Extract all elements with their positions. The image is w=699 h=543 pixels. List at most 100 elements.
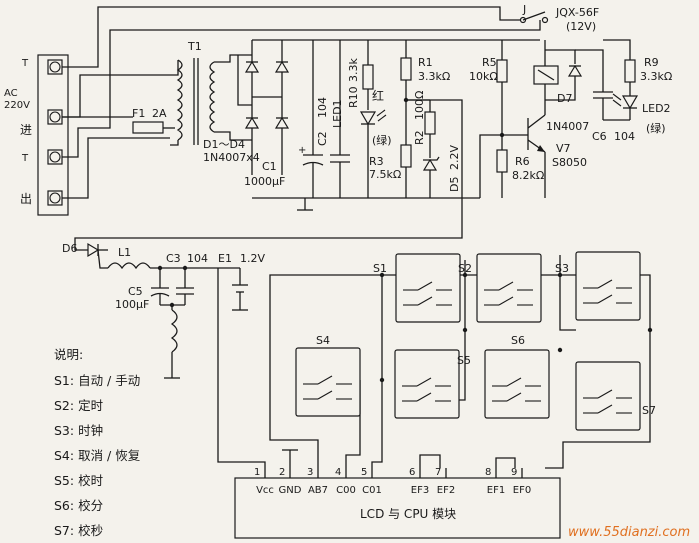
notes-title: 说明: — [54, 347, 83, 362]
s3-label: S3 — [555, 262, 569, 275]
capacitor-c6 — [575, 49, 613, 120]
inductor-l2 — [170, 309, 178, 353]
capacitor-c1: + — [298, 40, 324, 198]
module-pin-number: 5 — [361, 467, 367, 478]
resistor-r3 — [400, 144, 412, 198]
note-s2: S2: 定时 — [54, 398, 104, 413]
r2-value: 100Ω — [413, 91, 426, 120]
module-pin-number: 7 — [435, 467, 441, 478]
terminal-t1-label: T — [21, 58, 29, 69]
r9-value: 3.3kΩ — [640, 70, 672, 83]
d6-label: D6 — [62, 242, 77, 255]
capacitor-c5 — [150, 268, 170, 305]
e1-label: E1 — [218, 252, 232, 265]
switch-s1[interactable] — [395, 253, 461, 323]
s2-label: S2 — [458, 262, 472, 275]
relay-label: J — [522, 3, 526, 16]
diode-d7 — [545, 49, 583, 101]
r3-value: 7.5kΩ — [369, 168, 401, 181]
transformer-label: T1 — [187, 40, 202, 53]
relay-contact-j — [519, 11, 549, 24]
relay-model: JQX-56F — [555, 6, 599, 19]
e1-value: 1.2V — [240, 252, 265, 265]
r2-label: R2 — [413, 130, 426, 145]
transistor-v7 — [527, 100, 546, 198]
c3-label: C3 — [166, 252, 181, 265]
module-title: LCD 与 CPU 模块 — [360, 507, 456, 521]
s7-label: S7 — [642, 404, 656, 417]
c1-label: C1 — [262, 160, 277, 173]
v7-part: S8050 — [552, 156, 587, 169]
c3-value: 104 — [187, 252, 208, 265]
diode-d6 — [87, 242, 108, 258]
s6-label: S6 — [511, 334, 525, 347]
l1-label: L1 — [118, 246, 131, 259]
fuse-label: F1 — [132, 107, 145, 120]
led2-alt-color: (绿) — [646, 121, 666, 135]
module-pin-number: 8 — [485, 467, 491, 478]
resistor-r10 — [362, 40, 374, 110]
ac-voltage-label: 220V — [4, 100, 30, 111]
note-s3: S3: 时钟 — [54, 423, 103, 438]
module-pin-number: 2 — [279, 467, 285, 478]
switch-s7[interactable] — [575, 361, 641, 431]
switch-s5[interactable] — [394, 349, 460, 419]
rectifier-part: 1N4007x4 — [203, 151, 260, 164]
relay-voltage: (12V) — [566, 20, 596, 33]
capacitor-c3 — [176, 268, 194, 305]
c2-label: C2 — [316, 131, 329, 146]
led1 — [359, 109, 387, 198]
module-pin-name: Vcc — [256, 485, 274, 496]
switch-s6[interactable] — [484, 349, 550, 419]
switch-s2[interactable] — [476, 253, 542, 323]
switch-s3[interactable] — [575, 251, 641, 321]
led1-color: 红 — [372, 88, 384, 103]
wire-relay-output — [62, 20, 541, 158]
s5-label: S5 — [457, 354, 471, 367]
module-pin-number: 9 — [511, 467, 517, 478]
r10-value: 3.3k — [347, 58, 360, 82]
note-s6: S6: 校分 — [54, 498, 103, 513]
module-pin-number: 1 — [254, 467, 260, 478]
capacitor-c2 — [330, 40, 350, 198]
module-pin-name: C01 — [362, 485, 382, 496]
d5-value: 2.2V — [448, 145, 461, 170]
module-pin-number: 6 — [409, 467, 415, 478]
c5-label: C5 — [128, 285, 143, 298]
input-terminal-block — [37, 54, 69, 216]
c5-value: 100μF — [115, 298, 149, 311]
r1-label: R1 — [418, 56, 433, 69]
watermark: www.55dianzi.com — [568, 525, 690, 540]
in-label: 进 — [20, 123, 32, 137]
module-pin-name: AB7 — [308, 485, 328, 496]
module-pin-number: 3 — [307, 467, 313, 478]
wire-vcc — [217, 268, 266, 468]
s4-label: S4 — [316, 334, 330, 347]
led2-label: LED2 — [642, 102, 671, 115]
note-s4: S4: 取消 / 恢复 — [54, 448, 141, 463]
rectifier-label: D1～D4 — [203, 138, 245, 151]
led2 — [603, 93, 639, 121]
resistor-r5 — [496, 40, 508, 135]
c6-value: 104 — [614, 130, 635, 143]
c2-value: 104 — [316, 97, 329, 118]
module-pin-name: EF0 — [513, 485, 531, 496]
led1-label: LED1 — [331, 99, 344, 128]
d5-label: D5 — [448, 177, 461, 192]
battery-e1 — [232, 268, 248, 311]
d7-label: D7 — [557, 92, 572, 105]
resistor-r1 — [400, 40, 412, 145]
r6-label: R6 — [515, 155, 530, 168]
r9-label: R9 — [644, 56, 659, 69]
module-pin-number: 4 — [335, 467, 341, 478]
r6-value: 8.2kΩ — [512, 169, 544, 182]
relay-coil — [533, 40, 559, 100]
wire-voltage-ref — [300, 99, 463, 239]
switch-s4[interactable] — [295, 347, 361, 417]
resistor-r6 — [496, 135, 508, 198]
module-pin-name: EF2 — [437, 485, 455, 496]
terminal-t2-label: T — [21, 153, 29, 164]
fuse-rating: 2A — [152, 107, 167, 120]
transformer-t1 — [170, 54, 252, 146]
